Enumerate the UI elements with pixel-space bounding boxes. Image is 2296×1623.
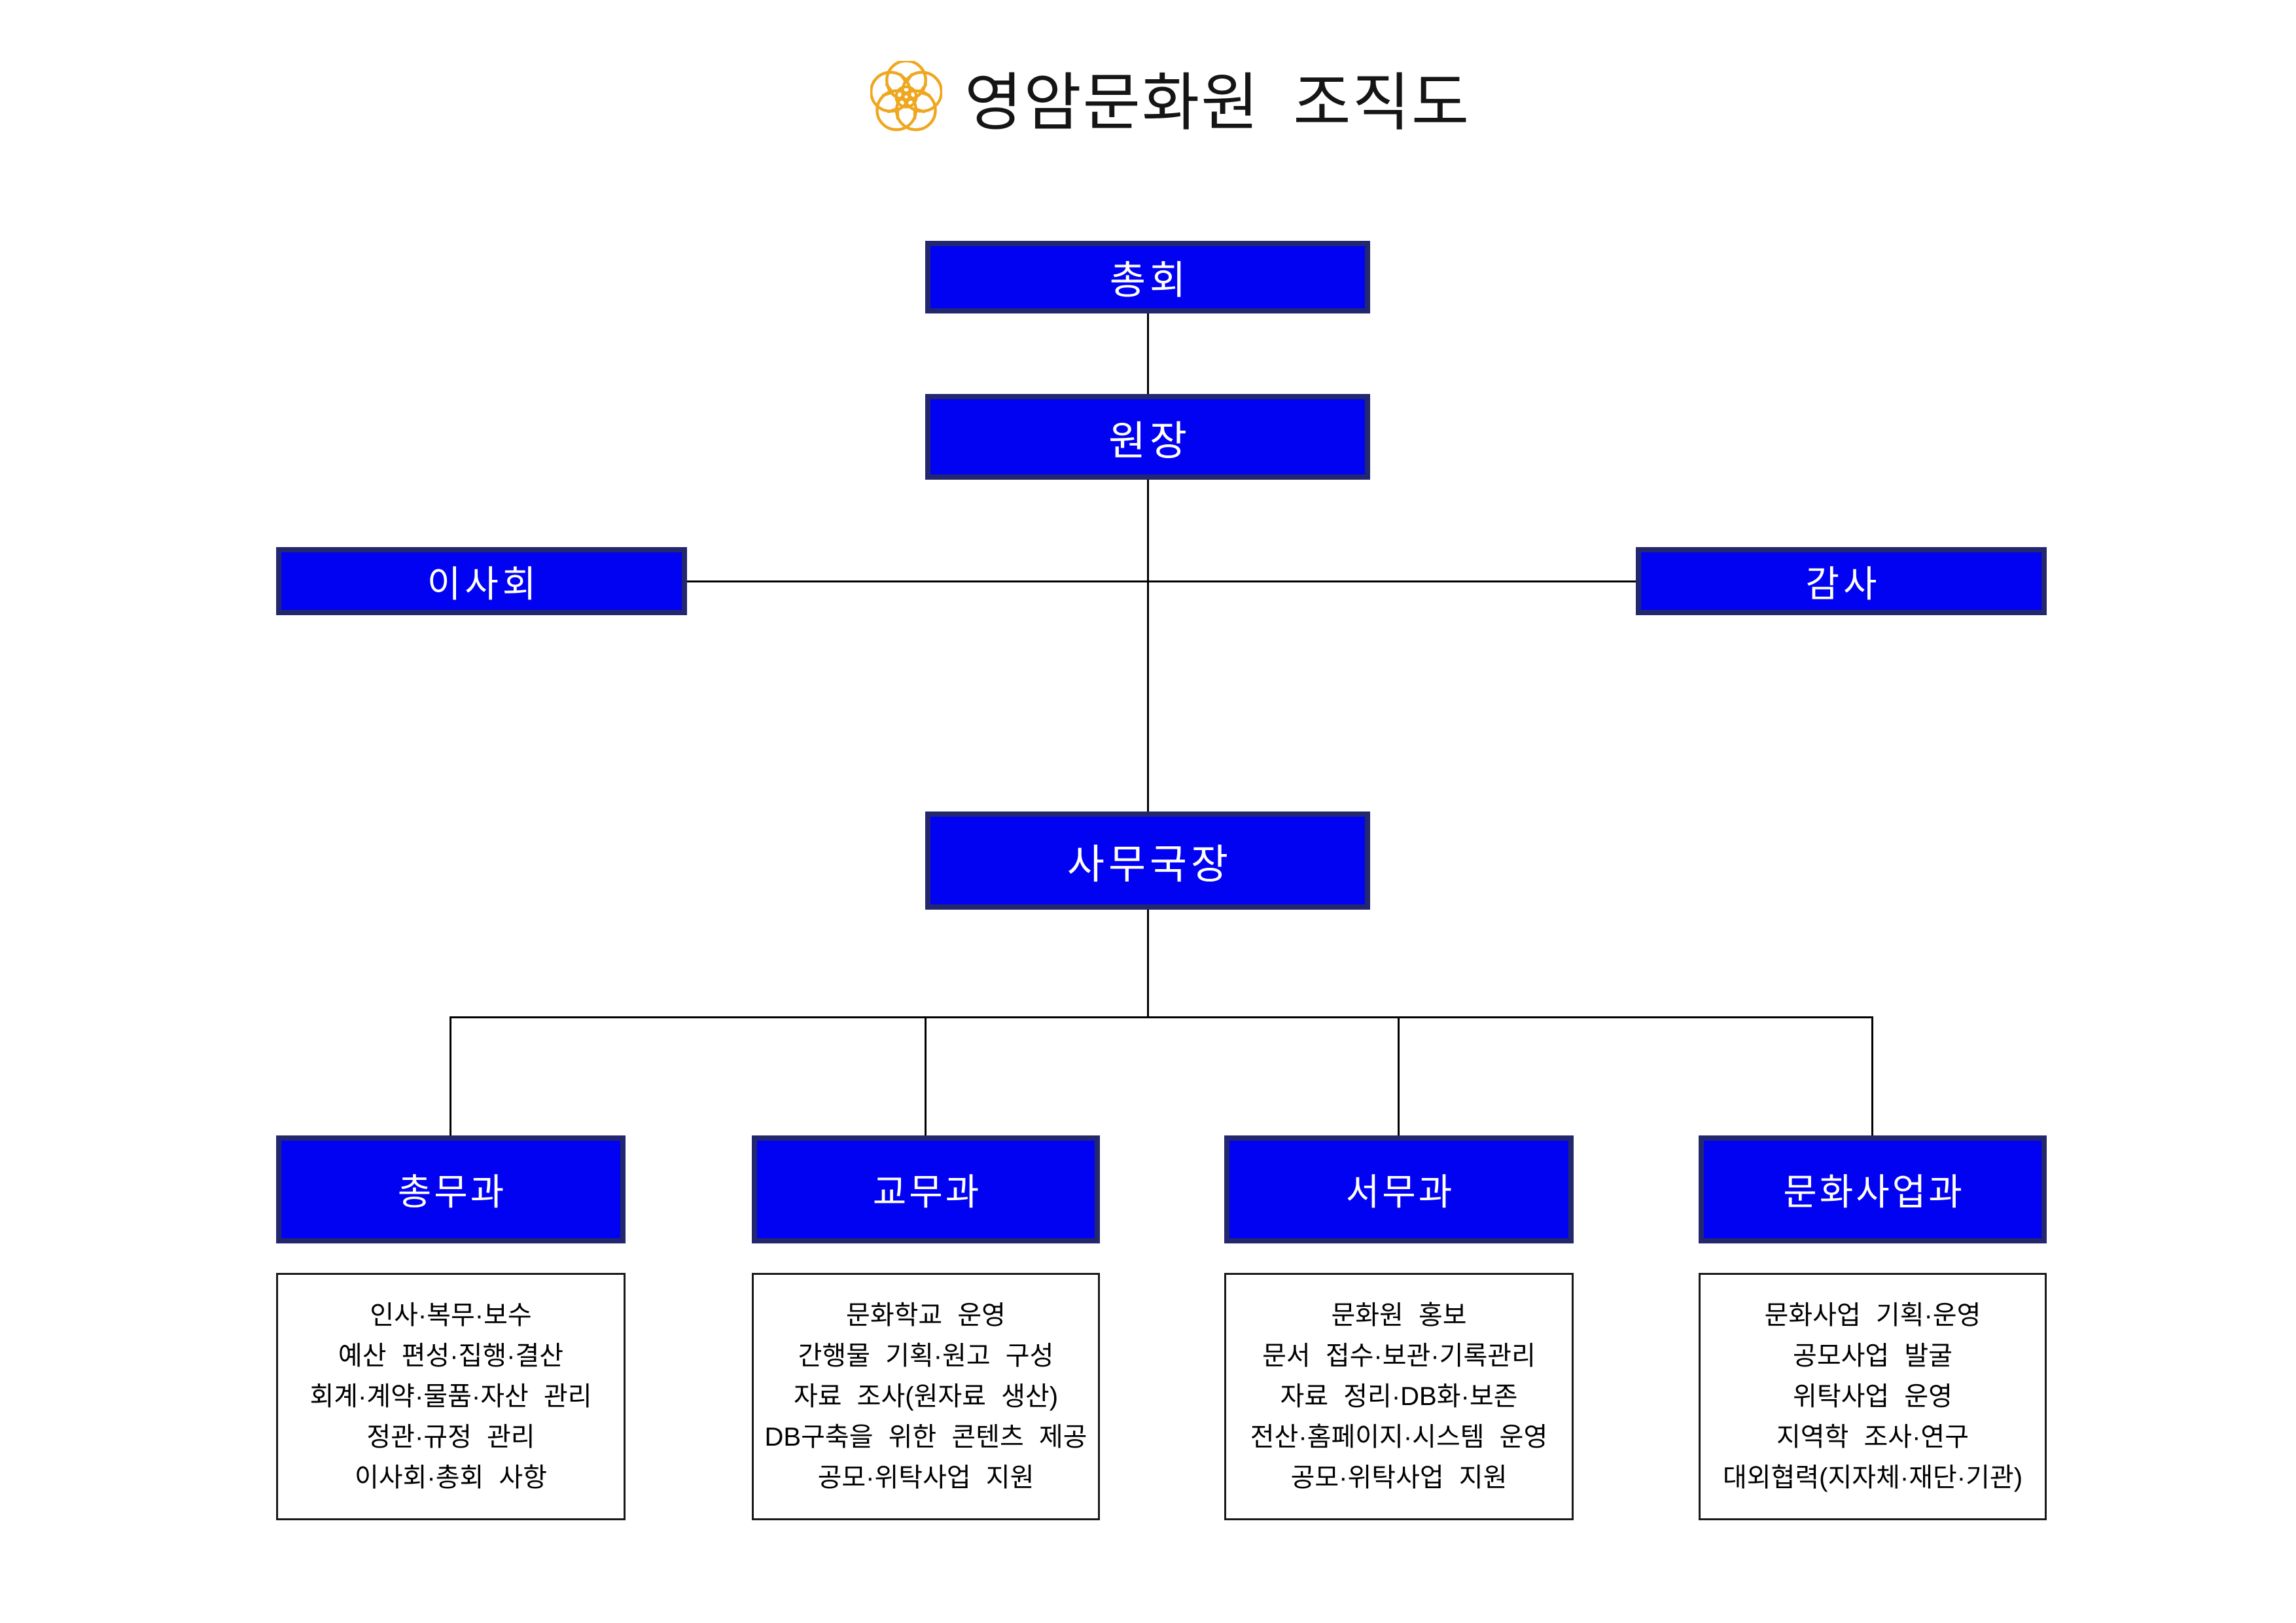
duty-line: 문화사업 기획·운영 [1764, 1301, 1981, 1330]
duty-line: 공모·위탁사업 지원 [817, 1463, 1034, 1492]
dept-name: 교무과 [872, 1171, 982, 1214]
box-board-label: 이사회 [427, 563, 540, 606]
duty-line: 대외협력(지자체·재단·기관) [1722, 1463, 2023, 1492]
dept-name: 총무과 [397, 1171, 507, 1214]
box-secretary-general: 사무국장 [925, 812, 1370, 910]
connector-board-auditor [687, 580, 1636, 582]
connector-secretary-bus [1147, 910, 1149, 1016]
duty-line: 지역학 조사·연구 [1776, 1423, 1969, 1452]
connector-drop-academic-affairs [925, 1016, 927, 1135]
culture-center-flower-icon [870, 61, 942, 132]
duties-general-affairs: 인사·복무·보수 예산 편성·집행·결산 회계·계약·물품·자산 관리 정관·규… [276, 1273, 626, 1520]
box-auditor: 감사 [1636, 547, 2047, 615]
box-dept-academic-affairs: 교무과 [752, 1135, 1100, 1243]
duty-line: 위탁사업 운영 [1793, 1382, 1952, 1411]
duty-line: 공모사업 발굴 [1793, 1342, 1952, 1370]
connector-drop-cultural-projects [1871, 1016, 1873, 1135]
box-director: 원장 [925, 394, 1370, 480]
duties-academic-affairs: 문화학교 운영 간행물 기획·원고 구성 자료 조사(원자료 생산) DB구축을… [752, 1273, 1100, 1520]
connector-department-bus [450, 1016, 1873, 1018]
connector-director-secretary [1147, 480, 1149, 812]
duty-line: 간행물 기획·원고 구성 [798, 1342, 1054, 1370]
dept-name: 문화사업과 [1783, 1171, 1965, 1214]
duty-line: 인사·복무·보수 [370, 1301, 532, 1330]
box-secretary-general-label: 사무국장 [1067, 840, 1233, 888]
duty-line: 공모·위탁사업 지원 [1290, 1463, 1508, 1492]
connector-drop-general-affairs [450, 1016, 451, 1135]
chart-title-row: 영암문화원 조직도 [870, 59, 1470, 138]
dept-name: 서무과 [1345, 1171, 1455, 1214]
duty-line: 자료 정리·DB화·보존 [1280, 1382, 1518, 1411]
duty-line: DB구축을 위한 콘텐츠 제공 [764, 1423, 1087, 1452]
box-auditor-label: 감사 [1805, 563, 1881, 606]
duty-line: 회계·계약·물품·자산 관리 [309, 1382, 592, 1411]
page-title: 영암문화원 조직도 [964, 67, 1471, 138]
box-director-label: 원장 [1108, 416, 1192, 465]
duty-line: 문서 접수·보관·기록관리 [1262, 1342, 1536, 1370]
duty-line: 이사회·총회 사항 [354, 1463, 548, 1492]
duty-line: 문화원 홍보 [1331, 1301, 1467, 1330]
box-dept-cultural-projects: 문화사업과 [1699, 1135, 2047, 1243]
box-board-of-directors: 이사회 [276, 547, 687, 615]
connector-drop-documentation [1398, 1016, 1400, 1135]
box-dept-documentation: 서무과 [1224, 1135, 1574, 1243]
duty-line: 전산·홈페이지·시스템 운영 [1250, 1423, 1548, 1452]
box-general-assembly: 총회 [925, 241, 1370, 313]
duty-line: 문화학교 운영 [846, 1301, 1006, 1330]
duty-line: 예산 편성·집행·결산 [338, 1342, 564, 1370]
box-dept-general-affairs: 총무과 [276, 1135, 626, 1243]
duties-cultural-projects: 문화사업 기획·운영 공모사업 발굴 위탁사업 운영 지역학 조사·연구 대외협… [1699, 1273, 2047, 1520]
duty-line: 정관·규정 관리 [366, 1423, 535, 1452]
connector-assembly-director [1147, 313, 1149, 394]
duties-documentation: 문화원 홍보 문서 접수·보관·기록관리 자료 정리·DB화·보존 전산·홈페이… [1224, 1273, 1574, 1520]
duty-line: 자료 조사(원자료 생산) [793, 1382, 1059, 1411]
box-general-assembly-label: 총회 [1109, 258, 1190, 304]
